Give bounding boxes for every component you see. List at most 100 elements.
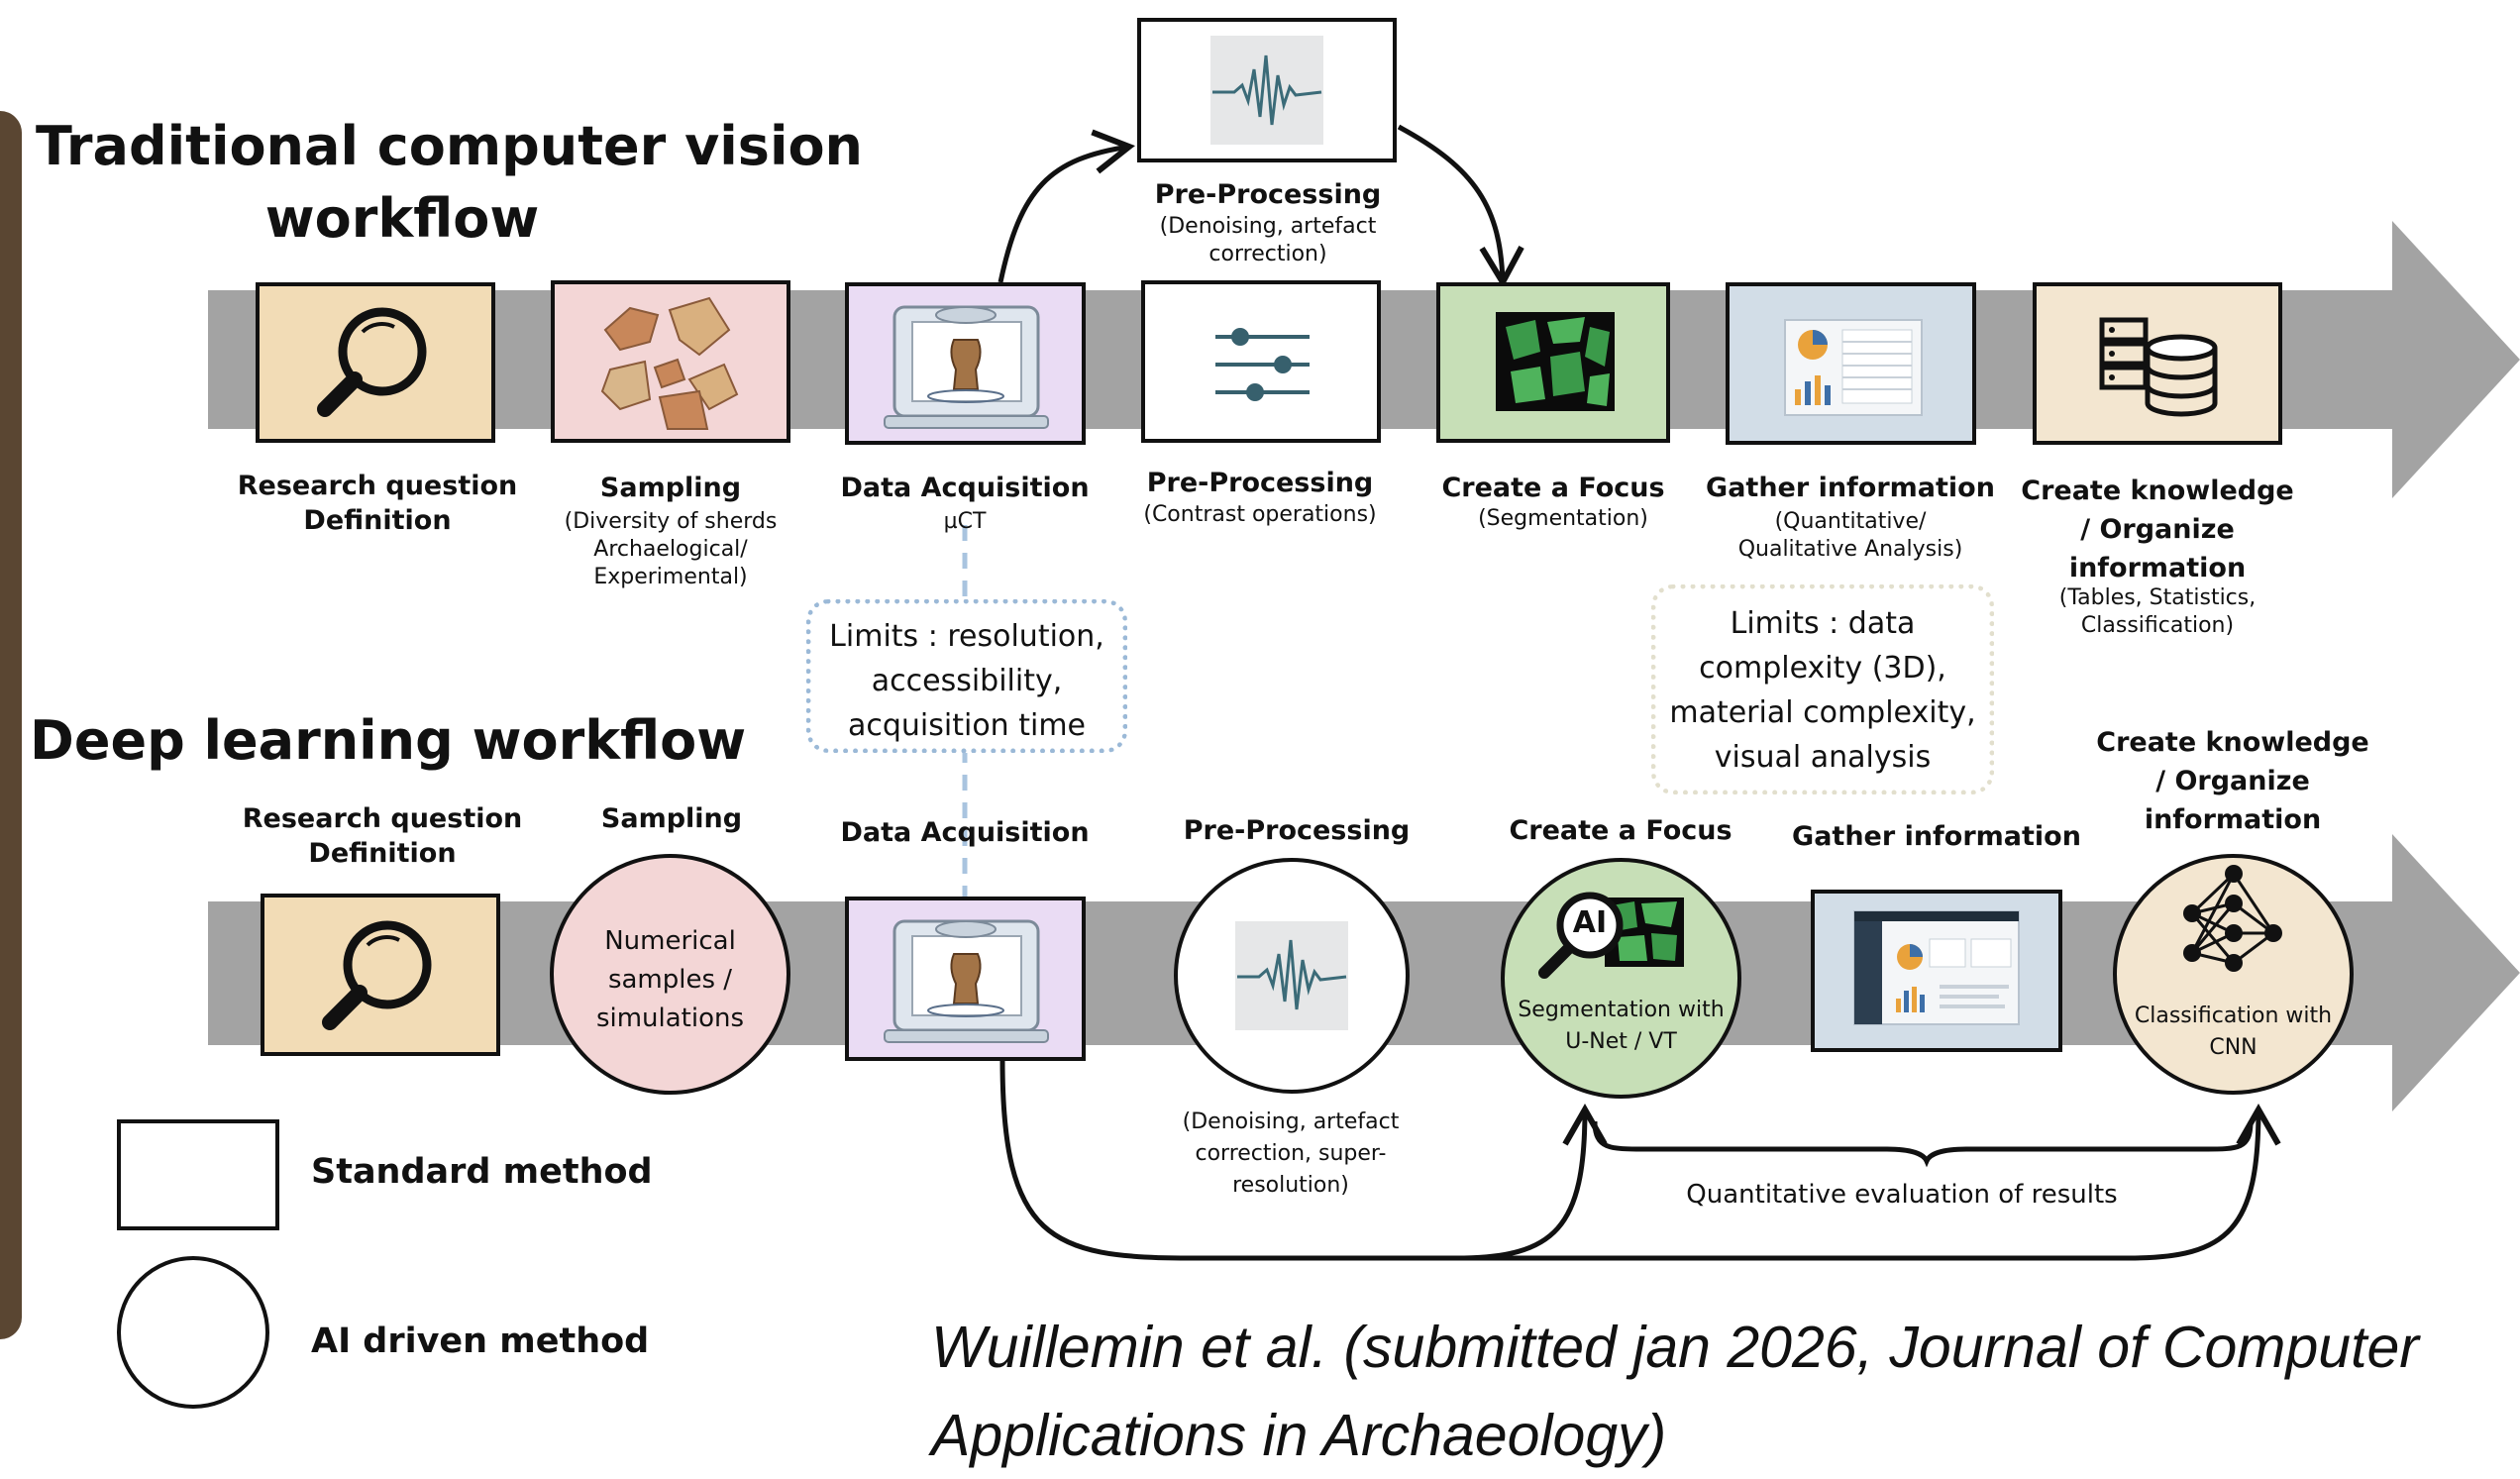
trad-knowledge-sub2: Classification): [2009, 612, 2306, 640]
deep-focus-label: Create a Focus: [1472, 814, 1769, 849]
trad-knowledge-label1: Create knowledge: [2009, 472, 2306, 510]
deep-preprocessing-label: Pre-Processing: [1148, 814, 1445, 849]
deep-knowledge-label1: Create knowledge: [2084, 723, 2381, 762]
deep-heading: Deep learning workflow: [30, 705, 746, 778]
limits-left-line1: Limits : resolution,: [811, 614, 1122, 659]
deep-gather-box: [1811, 890, 2062, 1052]
citation-line2: Applications in Archaeology): [931, 1392, 2419, 1479]
deep-sampling-label: Sampling: [523, 802, 820, 837]
limits-right-line1: Limits : data: [1656, 601, 1989, 646]
trad-sampling-sub2: Archaelogical/: [522, 536, 819, 564]
dashboard-icon: [1811, 890, 2062, 1052]
trad-preprocessing-top-sub: (Denoising, artefact correction): [1119, 213, 1417, 268]
limits-left-line2: accessibility,: [811, 659, 1122, 703]
limits-right-line3: material complexity,: [1656, 690, 1989, 735]
trad-acquisition-box: [845, 282, 1086, 445]
deep-focus-inner1: Segmentation with: [1501, 995, 1741, 1026]
trad-gather-sub1: (Quantitative/: [1702, 508, 1999, 536]
deep-knowledge-circle: Classification with CNN: [2113, 854, 2354, 1095]
trad-knowledge-label2: / Organize: [2009, 510, 2306, 549]
trad-knowledge-sub: (Tables, Statistics, Classification): [2009, 584, 2306, 640]
microct-scanner-icon: [845, 897, 1086, 1061]
deep-sampling-inner2: samples /: [554, 961, 787, 1000]
legend-ai-swatch: [117, 1256, 269, 1409]
trad-preprocessing-top-label: Pre-Processing: [1119, 178, 1417, 213]
sherds-icon: [551, 280, 790, 443]
trad-sampling-label: Sampling: [522, 472, 819, 506]
trad-gather-label: Gather information: [1702, 472, 1999, 506]
ai-badge: AI: [1560, 905, 1620, 940]
signal-wave-icon: [1174, 858, 1410, 1094]
deep-knowledge-inner2: CNN: [2113, 1032, 2354, 1064]
deep-gather-label: Gather information: [1788, 820, 2085, 855]
deep-sampling-circle: Numerical samples / simulations: [550, 854, 790, 1095]
trad-research-label2: Definition: [234, 504, 521, 539]
deep-research-label1: Research question: [234, 802, 531, 837]
trad-sampling-sub: (Diversity of sherds Archaelogical/ Expe…: [522, 508, 819, 591]
limits-right-box: Limits : data complexity (3D), material …: [1651, 584, 1994, 794]
segmentation-icon: [1436, 282, 1670, 443]
trad-preprocessing-top-sub1: (Denoising, artefact: [1119, 213, 1417, 241]
legend-standard-label: Standard method: [311, 1152, 653, 1192]
magnifier-icon: [256, 282, 495, 443]
trad-preprocessing-label: Pre-Processing: [1111, 467, 1409, 501]
trad-focus-box: [1436, 282, 1670, 443]
deep-preprocessing-circle: [1174, 858, 1410, 1094]
deep-research-label: Research question Definition: [234, 802, 531, 871]
trad-gather-sub: (Quantitative/ Qualitative Analysis): [1702, 508, 1999, 564]
deep-focus-inner2: U-Net / VT: [1501, 1026, 1741, 1058]
trad-focus-label: Create a Focus: [1405, 472, 1702, 506]
trad-gather-sub2: Qualitative Analysis): [1702, 536, 1999, 564]
trad-preprocessing-box: [1141, 280, 1381, 443]
deep-knowledge-inner1: Classification with: [2113, 1001, 2354, 1032]
database-icon: [2033, 282, 2282, 445]
signal-wave-icon: [1137, 18, 1397, 162]
trad-sampling-sub3: Experimental): [522, 564, 819, 591]
trad-knowledge-label: Create knowledge / Organize information: [2009, 472, 2306, 587]
magnifier-icon: [261, 894, 500, 1056]
citation-line1: Wuillemin et al. (submitted jan 2026, Jo…: [931, 1304, 2419, 1392]
trad-preprocessing-top-box: [1137, 18, 1397, 162]
dashboard-icon: [1726, 282, 1976, 445]
deep-research-box: [261, 894, 500, 1056]
trad-preprocessing-sub: (Contrast operations): [1111, 501, 1409, 529]
deep-preprocessing-sub: (Denoising, artefact correction, super- …: [1142, 1107, 1439, 1202]
traditional-heading-line2: workflow: [36, 183, 769, 256]
deep-acquisition-box: [845, 897, 1086, 1061]
ai-segmentation-icon: [1501, 858, 1741, 1099]
arrow-to-preprocessing-top: [1000, 147, 1129, 282]
trad-gather-box: [1726, 282, 1976, 445]
trad-preprocessing-top-sub2: correction): [1119, 241, 1417, 268]
trad-knowledge-sub1: (Tables, Statistics,: [2009, 584, 2306, 612]
deep-acquisition-label: Data Acquisition: [816, 816, 1113, 851]
trad-knowledge-box: [2033, 282, 2282, 445]
limits-left-box: Limits : resolution, accessibility, acqu…: [806, 599, 1127, 753]
traditional-heading-line1: Traditional computer vision: [36, 111, 769, 183]
trad-sampling-sub1: (Diversity of sherds: [522, 508, 819, 536]
legend-standard-swatch: [117, 1119, 279, 1230]
evaluation-label: Quantitative evaluation of results: [1605, 1179, 2199, 1212]
limits-left-line3: acquisition time: [811, 703, 1122, 748]
deep-focus-inner: Segmentation with U-Net / VT: [1501, 995, 1741, 1058]
traditional-heading: Traditional computer vision workflow: [36, 111, 769, 256]
deep-preprocessing-sub3: resolution): [1142, 1170, 1439, 1202]
deep-knowledge-inner: Classification with CNN: [2113, 1001, 2354, 1064]
trad-research-box: [256, 282, 495, 443]
deep-knowledge-label2: / Organize: [2084, 762, 2381, 800]
deep-knowledge-label3: information: [2084, 800, 2381, 839]
trad-acquisition-sub: µCT: [816, 508, 1113, 536]
trad-acquisition-label: Data Acquisition: [816, 472, 1113, 506]
deep-sampling-inner1: Numerical: [554, 922, 787, 961]
deep-focus-circle: AI Segmentation with U-Net / VT: [1501, 858, 1741, 1099]
limits-right-line4: visual analysis: [1656, 735, 1989, 780]
sliders-icon: [1141, 280, 1381, 443]
deep-research-label2: Definition: [234, 837, 531, 872]
traditional-arrowhead: [2392, 221, 2520, 498]
deep-preprocessing-sub2: correction, super-: [1142, 1138, 1439, 1170]
trad-knowledge-label3: information: [2009, 549, 2306, 587]
deep-knowledge-label: Create knowledge / Organize information: [2084, 723, 2381, 839]
deep-preprocessing-sub1: (Denoising, artefact: [1142, 1107, 1439, 1138]
limits-right-line2: complexity (3D),: [1656, 646, 1989, 690]
citation: Wuillemin et al. (submitted jan 2026, Jo…: [931, 1304, 2419, 1479]
